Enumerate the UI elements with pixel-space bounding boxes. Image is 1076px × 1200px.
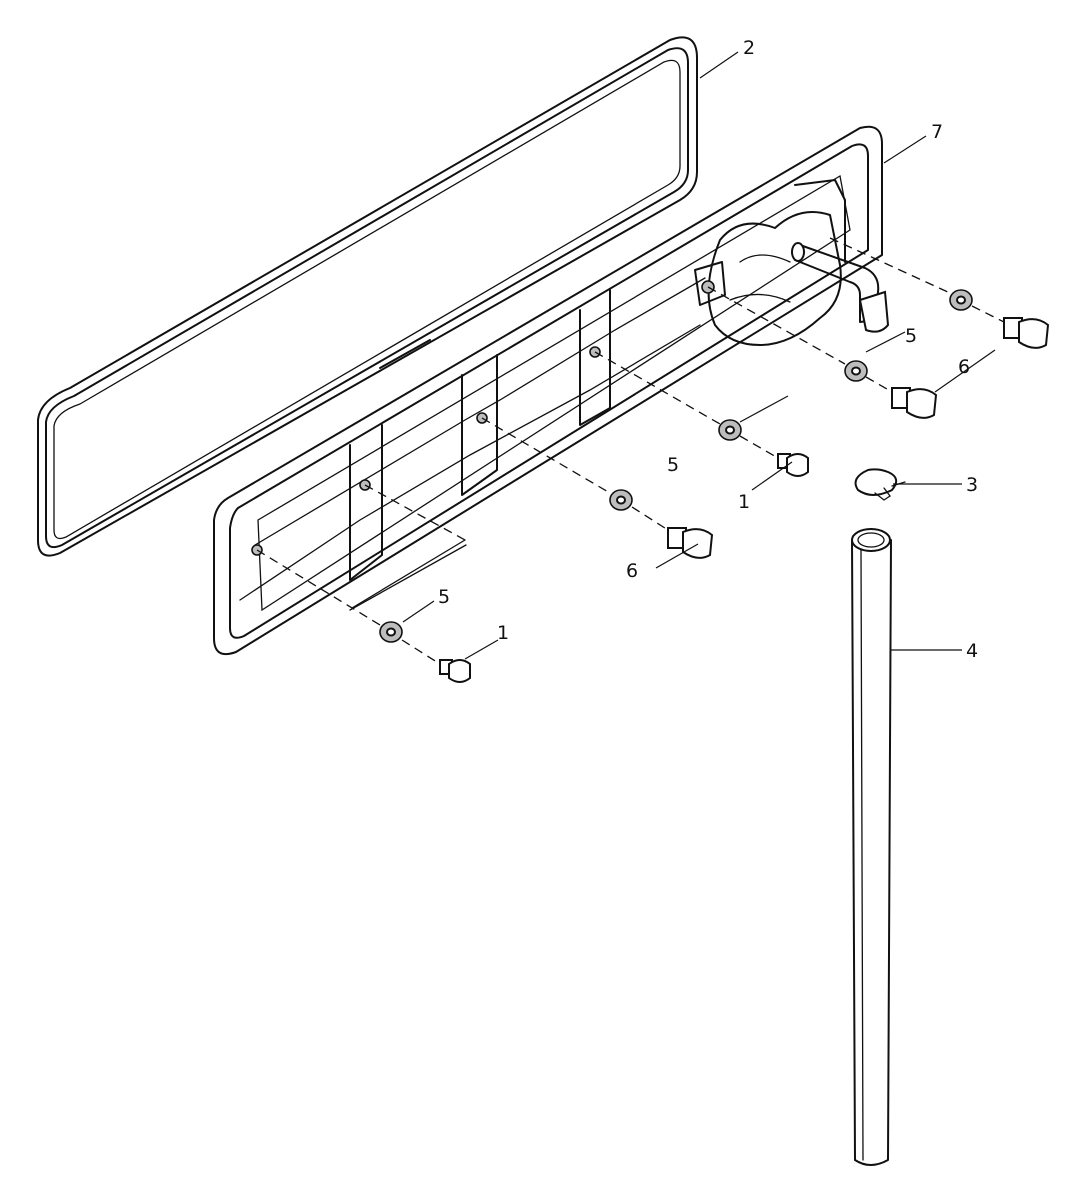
washer-3 (718, 419, 742, 441)
callouts: 2 7 5 6 5 1 3 6 5 1 4 (438, 37, 978, 662)
stud-3 (1003, 317, 1050, 349)
washer-5 (949, 289, 973, 311)
washer-4 (844, 360, 868, 382)
bolt-1 (439, 659, 471, 683)
callout-washer-lower: 5 (438, 586, 450, 608)
washer-2 (609, 489, 633, 511)
callout-valve-cover: 7 (931, 121, 943, 143)
callout-bolt-mid: 1 (738, 491, 750, 513)
callout-bolt-lower: 1 (497, 622, 509, 644)
callout-washer-mid: 5 (667, 454, 679, 476)
bolt-2 (777, 453, 809, 477)
gasket (37, 36, 698, 557)
callout-stud-upper: 6 (958, 356, 970, 378)
clamp (854, 468, 906, 501)
assembly-lines (256, 237, 1005, 665)
callout-stud-lower: 6 (626, 560, 638, 582)
leader-lines (402, 51, 996, 660)
washer-1 (379, 621, 403, 643)
callout-washer-upper: 5 (905, 325, 917, 347)
callout-hose: 4 (966, 640, 978, 662)
stud-1 (667, 527, 714, 559)
stud-2 (891, 387, 938, 419)
callout-gasket: 2 (743, 37, 755, 59)
valve-cover (213, 125, 890, 656)
hose (851, 528, 892, 1166)
callout-clamp: 3 (966, 474, 978, 496)
